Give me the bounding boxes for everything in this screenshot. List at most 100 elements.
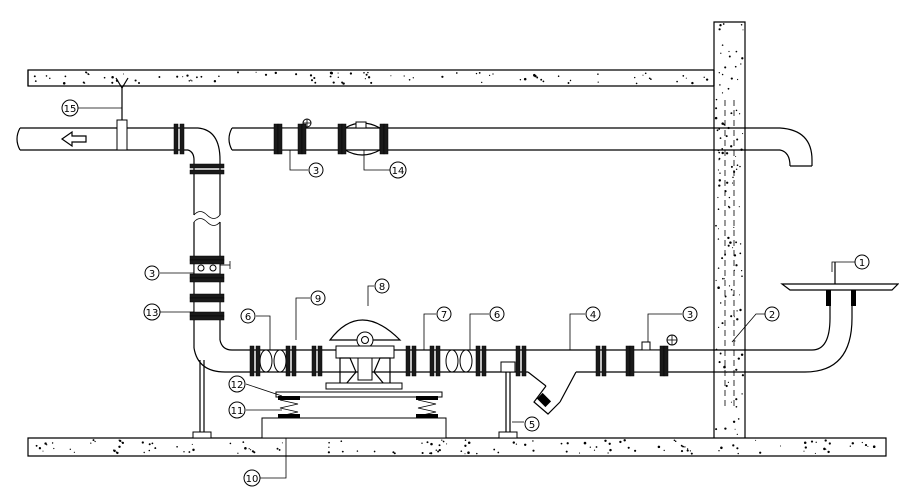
concrete-speck — [725, 384, 728, 388]
concrete-speck — [740, 63, 742, 65]
concrete-speck — [314, 81, 317, 84]
concrete-speck — [719, 172, 721, 174]
concrete-speck — [736, 310, 738, 312]
concrete-speck — [218, 75, 220, 77]
support-left — [192, 360, 212, 439]
concrete-speck — [642, 74, 644, 76]
concrete-speck — [467, 441, 471, 445]
expansion-joint-left — [259, 349, 287, 373]
concrete-speck — [721, 151, 724, 155]
concrete-speck — [719, 352, 722, 355]
concrete-speck — [237, 452, 239, 454]
concrete-speck — [86, 72, 88, 74]
concrete-speck — [804, 446, 807, 449]
concrete-speck — [430, 442, 433, 446]
concrete-speck — [623, 439, 626, 442]
concrete-speck — [719, 302, 722, 304]
concrete-speck — [735, 155, 737, 158]
concrete-speck — [686, 448, 689, 450]
concrete-speck — [403, 75, 405, 77]
concrete-speck — [310, 79, 314, 82]
pipe-flange — [189, 163, 225, 169]
callout-6-right: 6 — [489, 306, 505, 322]
concrete-speck — [717, 238, 720, 240]
concrete-speck — [851, 442, 855, 445]
concrete-speck — [242, 441, 245, 443]
concrete-speck — [569, 79, 572, 82]
concrete-speck — [823, 447, 826, 451]
svg-text:14: 14 — [392, 166, 405, 177]
concrete-speck — [421, 451, 424, 455]
concrete-speck — [715, 279, 717, 282]
callout-8: 8 — [374, 278, 390, 294]
concrete-speck — [730, 77, 733, 80]
pipe-flange — [515, 345, 521, 377]
concrete-speck — [737, 418, 740, 420]
pipe-flange — [337, 123, 343, 155]
concrete-speck — [542, 80, 545, 83]
concrete-speck — [332, 81, 335, 84]
concrete-speck — [191, 80, 193, 82]
concrete-speck — [435, 449, 438, 451]
svg-text:5: 5 — [529, 420, 535, 431]
concrete-speck — [722, 23, 725, 25]
concrete-speck — [589, 446, 591, 448]
concrete-speck — [492, 73, 494, 75]
concrete-speck — [42, 450, 44, 452]
concrete-speck — [237, 71, 239, 74]
concrete-speck — [740, 269, 743, 272]
pipe-flange — [629, 345, 635, 377]
concrete-speck — [735, 241, 738, 244]
concrete-speck — [328, 446, 330, 448]
concrete-speck — [721, 257, 724, 260]
concrete-speck — [735, 405, 738, 408]
concrete-speck — [532, 440, 534, 442]
concrete-speck — [703, 76, 705, 78]
concrete-speck — [349, 72, 353, 75]
concrete-speck — [393, 452, 396, 455]
concrete-speck — [691, 81, 694, 85]
concrete-speck — [565, 450, 568, 453]
concrete-speck — [867, 445, 869, 448]
concrete-speck — [532, 449, 535, 452]
concrete-speck — [281, 442, 283, 444]
concrete-speck — [337, 76, 340, 79]
concrete-speck — [188, 80, 191, 82]
pump-casing — [325, 319, 403, 390]
pump-base — [261, 391, 447, 439]
concrete-speck — [476, 452, 478, 455]
leader-lines — [78, 107, 855, 479]
callout-3-riser: 3 — [144, 265, 160, 281]
pipe-flange — [255, 345, 261, 377]
concrete-speck — [619, 440, 622, 444]
concrete-speck — [730, 288, 733, 291]
spring-left — [278, 396, 300, 418]
callout-1: 1 — [854, 254, 870, 270]
concrete-speck — [309, 74, 313, 77]
concrete-speck — [557, 75, 560, 77]
concrete-speck — [607, 452, 609, 454]
concrete-speck — [717, 326, 720, 329]
svg-text:10: 10 — [246, 474, 259, 485]
concrete-speck — [464, 439, 467, 441]
pipe-flange — [189, 259, 225, 265]
concrete-speck — [49, 77, 51, 80]
concrete-speck — [706, 79, 709, 81]
concrete-speck — [148, 449, 151, 452]
expansion-joint-right — [445, 349, 473, 373]
concrete-speck — [759, 451, 762, 454]
concrete-speck — [736, 433, 738, 435]
concrete-speck — [741, 374, 745, 377]
concrete-speck — [94, 440, 96, 443]
concrete-speck — [731, 182, 734, 184]
svg-text:12: 12 — [231, 380, 244, 391]
gate-valve-top — [279, 118, 312, 151]
concrete-speck — [718, 450, 720, 452]
pipe-flange — [429, 345, 435, 377]
concrete-speck — [735, 50, 738, 53]
concrete-speck — [736, 318, 739, 321]
concrete-speck — [730, 315, 733, 318]
concrete-speck — [46, 444, 48, 446]
callout-13: 13 — [143, 303, 161, 321]
concrete-speck — [274, 71, 277, 75]
